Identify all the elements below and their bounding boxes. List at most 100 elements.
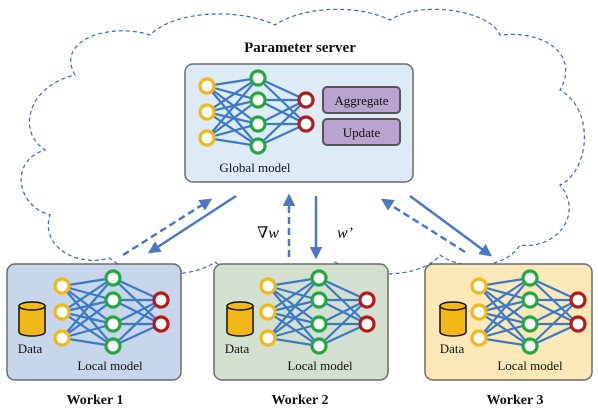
hidden-node	[310, 315, 328, 333]
network-edge	[267, 336, 320, 348]
network-edge	[478, 336, 531, 348]
hidden-node	[521, 269, 539, 287]
hidden-node	[104, 337, 122, 355]
hidden-node	[310, 337, 328, 355]
input-node	[259, 329, 277, 347]
network-edge	[206, 76, 259, 88]
network-edge	[206, 85, 259, 147]
cylinder-body	[439, 305, 467, 337]
network-edge	[318, 277, 368, 301]
worker1-local-network	[53, 269, 170, 355]
worker2-data-cylinder	[226, 301, 254, 337]
network-edge	[61, 277, 114, 313]
network-edge	[112, 299, 162, 347]
network-edge	[478, 284, 531, 302]
input-node	[470, 303, 488, 321]
network-edge	[61, 276, 114, 288]
global-model-label: Global model	[219, 160, 291, 175]
input-node	[53, 303, 71, 321]
input-node	[198, 129, 216, 147]
aggregate-box	[322, 86, 401, 114]
worker2-box	[213, 263, 389, 381]
output-node	[569, 291, 587, 309]
hidden-node	[249, 115, 267, 133]
network-edge	[478, 299, 531, 339]
network-edge	[318, 299, 368, 347]
network-edge	[478, 322, 531, 340]
output-node	[297, 91, 315, 109]
input-node	[470, 277, 488, 295]
network-edge	[478, 277, 531, 339]
weights-label: w’	[337, 225, 353, 242]
network-edge	[529, 277, 579, 301]
cylinder-top	[18, 301, 46, 311]
output-node	[569, 315, 587, 333]
network-edge	[478, 298, 531, 314]
network-edge	[529, 323, 579, 347]
network-edge	[267, 277, 320, 339]
network-edge	[529, 299, 579, 347]
cylinder-top	[439, 301, 467, 311]
output-node	[358, 315, 376, 333]
input-node	[53, 277, 71, 295]
input-node	[259, 277, 277, 295]
input-node	[198, 103, 216, 121]
network-edge	[257, 99, 307, 125]
network-edge	[112, 323, 162, 347]
network-edges	[206, 76, 307, 148]
hidden-node	[249, 69, 267, 87]
network-edge	[206, 122, 259, 140]
server-title: Parameter server	[244, 40, 356, 56]
network-edge	[206, 84, 259, 102]
update-box	[322, 118, 401, 146]
arrow-worker1-to-server	[122, 198, 213, 257]
worker3-data-cylinder	[439, 301, 467, 337]
network-edge	[478, 277, 531, 313]
network-edge	[206, 99, 259, 139]
network-edge	[61, 277, 114, 339]
global-model-network	[198, 69, 315, 155]
network-edge	[267, 277, 320, 313]
gradient-label: ∇w	[257, 225, 279, 242]
network-edge	[61, 284, 114, 302]
hidden-node	[104, 269, 122, 287]
hidden-node	[521, 337, 539, 355]
arrow-server-to-worker3	[409, 194, 493, 257]
network-edge	[267, 285, 320, 347]
worker1-name: Worker 1	[67, 393, 124, 408]
network-edge	[267, 322, 320, 340]
hidden-node	[521, 315, 539, 333]
worker3-model-label: Local model	[497, 358, 563, 373]
network-edge	[206, 136, 259, 148]
worker1-data-label: Data	[18, 341, 43, 356]
input-node	[198, 77, 216, 95]
network-edge	[267, 311, 320, 347]
network-edge	[206, 111, 259, 147]
network-edge	[61, 298, 114, 314]
worker3-data-label: Data	[440, 341, 465, 356]
input-node	[470, 329, 488, 347]
arrow-server-to-worker1	[147, 194, 237, 254]
network-edge	[61, 336, 114, 348]
worker2-local-network	[259, 269, 376, 355]
network-edge	[112, 299, 162, 325]
network-edge	[257, 123, 307, 147]
network-edge	[318, 299, 368, 325]
worker3-name: Worker 3	[487, 393, 544, 408]
hidden-node	[521, 291, 539, 309]
network-edge	[267, 299, 320, 339]
cylinder-body	[18, 305, 46, 337]
worker3-local-network	[470, 269, 587, 355]
aggregate-label: Aggregate	[334, 93, 388, 108]
output-node	[297, 115, 315, 133]
network-edge	[61, 299, 114, 339]
hidden-node	[310, 291, 328, 309]
hidden-node	[249, 137, 267, 155]
network-edge	[267, 298, 320, 314]
input-node	[259, 303, 277, 321]
network-edge	[61, 285, 114, 347]
network-edge	[257, 77, 307, 101]
network-edge	[478, 285, 531, 347]
network-edge	[112, 277, 162, 301]
